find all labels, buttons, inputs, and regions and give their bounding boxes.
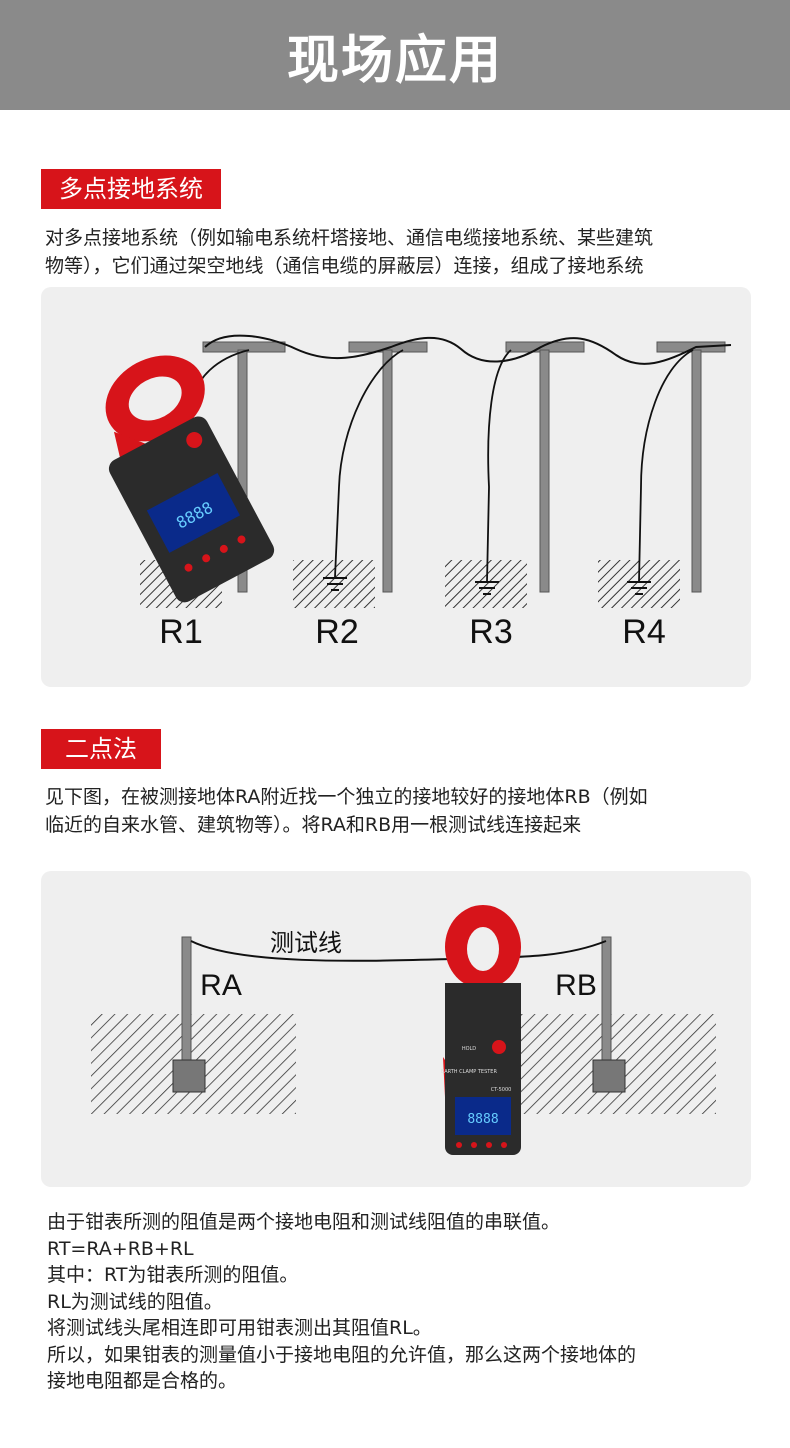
clamp-meter-illustration-1: 8888 — [105, 355, 275, 603]
clamp-meter-illustration-2: HOLD EARTH CLAMP TESTER CT-5000 8888 — [441, 905, 521, 1155]
wire-label: 测试线 — [270, 929, 342, 957]
svg-text:8888: 8888 — [467, 1112, 498, 1127]
overhead-ground-wire — [204, 334, 732, 365]
note-line-2: RT=RA+RB+RL — [47, 1237, 194, 1260]
electrode-ra — [172, 1059, 206, 1093]
electrode-rb — [592, 1059, 626, 1093]
note-line-1: 由于钳表所测的阻值是两个接地电阻和测试线阻值的串联值。 — [47, 1211, 561, 1233]
label-ra: RA — [200, 969, 242, 1002]
rod-ra — [181, 936, 192, 1063]
label-r3: R3 — [469, 613, 512, 651]
page-header: 现场应用 — [0, 0, 790, 110]
note-line-6: 所以，如果钳表的测量值小于接地电阻的允许值，那么这两个接地体的 — [47, 1343, 637, 1366]
label-r4: R4 — [622, 613, 665, 651]
note-line-7: 接地电阻都是合格的。 — [47, 1370, 238, 1392]
section2-description: 见下图，在被测接地体RA附近找一个独立的接地较好的接地体RB（例如 临近的自来水… — [45, 783, 755, 839]
section2-line-1: 见下图，在被测接地体RA附近找一个独立的接地较好的接地体RB（例如 — [45, 786, 648, 808]
svg-text:HOLD: HOLD — [462, 1046, 476, 1052]
page-title: 现场应用 — [286, 30, 503, 91]
multipoint-diagram: R1 R2 R3 R4 8888 — [41, 287, 751, 687]
note-line-3: 其中：RT为钳表所测的阻值。 — [47, 1264, 299, 1286]
section1-line-1: 对多点接地系统（例如输电系统杆塔接地、通信电缆接地系统、某些建筑 — [45, 227, 654, 249]
svg-text:CT-5000: CT-5000 — [491, 1087, 512, 1093]
label-r1: R1 — [159, 613, 202, 651]
svg-text:EARTH CLAMP TESTER: EARTH CLAMP TESTER — [441, 1069, 497, 1075]
rod-rb — [601, 936, 612, 1063]
section1-description: 对多点接地系统（例如输电系统杆塔接地、通信电缆接地系统、某些建筑 物等），它们通… — [45, 224, 755, 280]
label-r2: R2 — [315, 613, 358, 651]
test-wire — [190, 940, 607, 962]
section-tag-multipoint: 多点接地系统 — [41, 169, 221, 209]
section1-line-2: 物等），它们通过架空地线（通信电缆的屏蔽层）连接，组成了接地系统 — [45, 255, 644, 277]
two-point-diagram: 测试线 RA RB HOLD EARTH CLAMP TESTER CT-500… — [41, 871, 751, 1187]
label-rb: RB — [555, 969, 597, 1002]
note-line-5: 将测试线头尾相连即可用钳表测出其阻值RL。 — [47, 1317, 432, 1339]
tower-poles — [202, 341, 726, 593]
explanation-notes: 由于钳表所测的阻值是两个接地电阻和测试线阻值的串联值。 RT=RA+RB+RL … — [47, 1209, 757, 1395]
note-line-4: RL为测试线的阻值。 — [47, 1290, 223, 1313]
section-tag-two-point: 二点法 — [41, 729, 161, 769]
section2-line-2: 临近的自来水管、建筑物等）。将RA和RB用一根测试线连接起来 — [45, 814, 582, 836]
soil-3 — [445, 560, 527, 608]
